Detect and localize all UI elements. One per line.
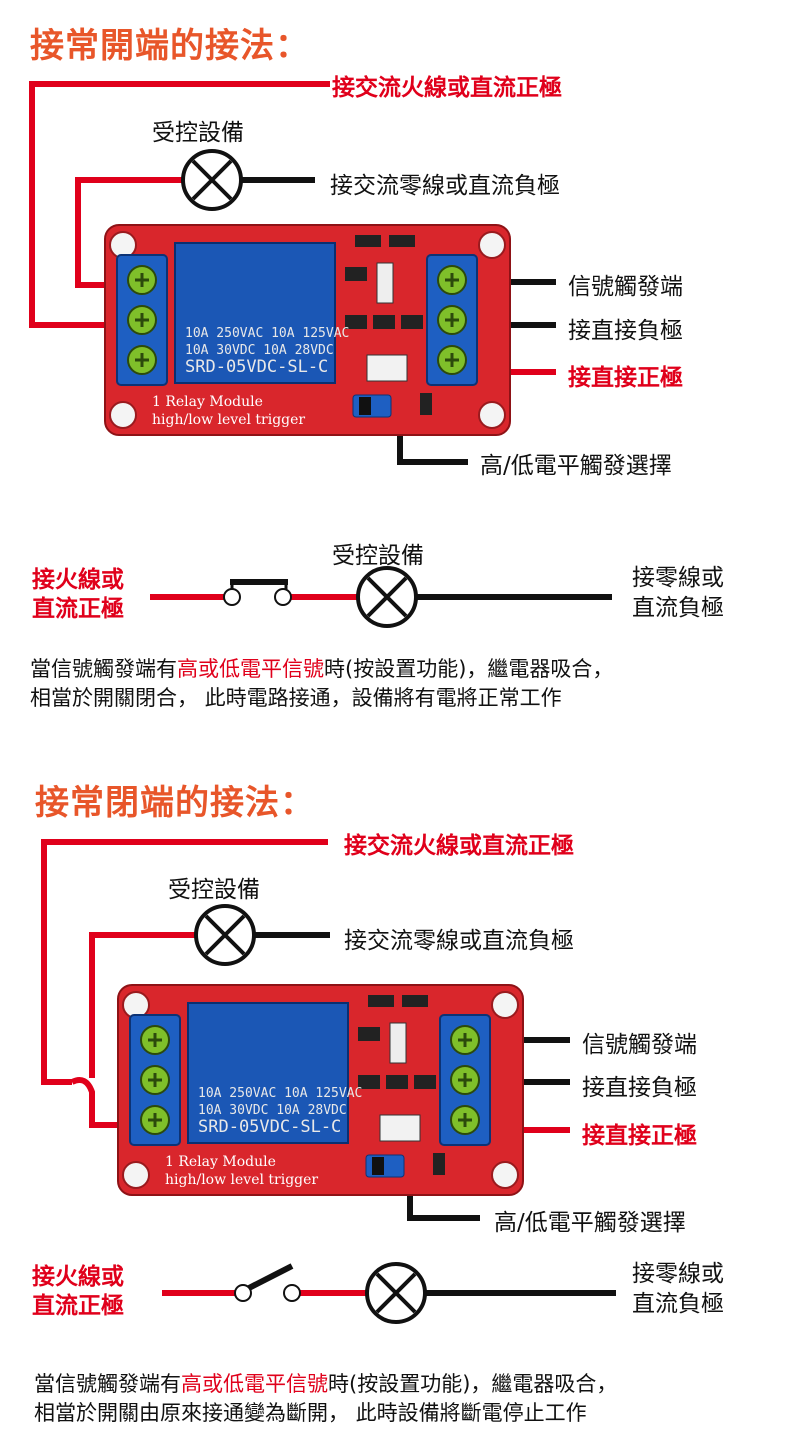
circuit-device-label: 受控設備 — [332, 543, 424, 569]
circuit-lamp-icon — [356, 566, 418, 628]
device-lamp-icon — [181, 149, 243, 211]
neutral-label: 接交流零線或直流負極 — [330, 173, 560, 199]
section1-description: 當信號觸發端有高或低電平信號時(按設置功能)，繼電器吸合， 相當於開關閉合， 此… — [30, 657, 614, 710]
trigger-select-label: 高/低電平觸發選擇 — [480, 453, 672, 479]
neutral-label-2: 接交流零線或直流負極 — [344, 928, 574, 954]
circuit-left-label-2: 接火線或 直流正極 — [32, 1264, 124, 1319]
circuit-lamp-icon-2 — [365, 1262, 427, 1324]
open-switch-icon — [247, 1263, 294, 1291]
section2-title: 接常閉端的接法： — [35, 783, 315, 823]
live-label: 接交流火線或直流正極 — [332, 75, 562, 101]
module-label-2: 1 Relay Module high/low level trigger — [165, 1154, 319, 1188]
dc-neg-label-2: 接直接負極 — [582, 1075, 697, 1101]
dc-pos-label-2: 接直接正極 — [582, 1123, 697, 1149]
circuit-right-label: 接零線或 直流負極 — [632, 565, 724, 621]
relay-rating-text-2: 10A 250VAC 10A 125VAC 10A 30VDC 10A 28VD… — [198, 1086, 363, 1137]
circuit-right-label-2: 接零線或 直流負極 — [632, 1261, 724, 1317]
circuit-left-label: 接火線或 直流正極 — [32, 567, 124, 622]
circuit-1 — [150, 579, 612, 606]
trigger-select-label-2: 高/低電平觸發選擇 — [494, 1210, 686, 1236]
signal-label-2: 信號觸發端 — [582, 1032, 697, 1058]
switch-contact-icon — [223, 588, 241, 606]
section1-title: 接常開端的接法： — [30, 26, 310, 66]
section2-description: 當信號觸發端有高或低電平信號時(按設置功能)，繼電器吸合， 相當於開關由原來接通… — [34, 1372, 618, 1425]
device-lamp-icon-2 — [194, 904, 256, 966]
dc-pos-label: 接直接正極 — [568, 365, 683, 391]
device-label-2: 受控設備 — [168, 877, 260, 903]
module-label: 1 Relay Module high/low level trigger — [152, 394, 306, 428]
live-wire — [29, 81, 330, 328]
relay-rating-text: 10A 250VAC 10A 125VAC 10A 30VDC 10A 28VD… — [185, 326, 350, 377]
live-label-2: 接交流火線或直流正極 — [344, 833, 574, 859]
dc-neg-label: 接直接負極 — [568, 318, 683, 344]
device-wire — [75, 177, 182, 288]
signal-label: 信號觸發端 — [568, 274, 683, 300]
device-label: 受控設備 — [152, 120, 244, 146]
circuit-2 — [162, 1263, 616, 1302]
